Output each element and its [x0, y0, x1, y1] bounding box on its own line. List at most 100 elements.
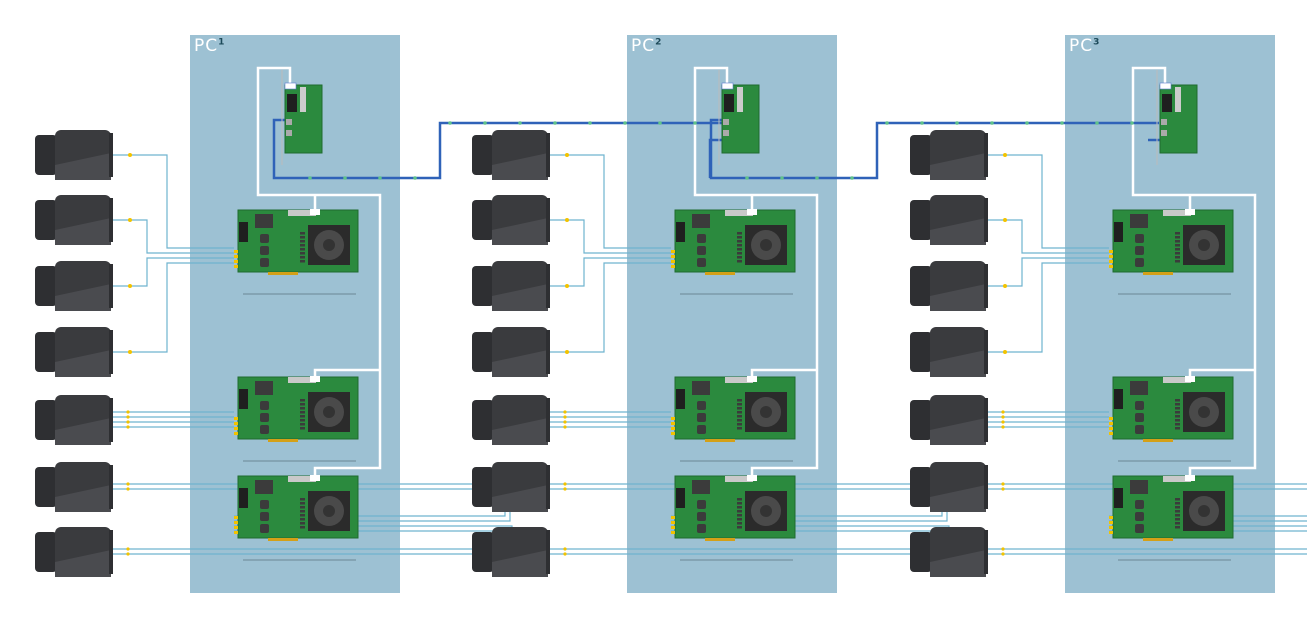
connector	[234, 260, 238, 263]
connector	[1109, 521, 1113, 524]
connector-port	[676, 488, 685, 508]
network-port	[286, 119, 292, 125]
camera-icon	[472, 195, 550, 245]
connector-port	[1162, 94, 1172, 112]
pcie-edge	[268, 439, 298, 442]
frame-grabber-card	[671, 209, 796, 295]
connector	[234, 265, 238, 268]
sync-card	[281, 70, 323, 165]
cable-node	[745, 176, 749, 180]
camera-icon	[35, 395, 113, 445]
pcie-edge	[705, 272, 735, 275]
chip	[1135, 246, 1144, 255]
cable-node	[413, 176, 417, 180]
cable-node	[563, 552, 567, 556]
chip	[697, 246, 706, 255]
cable-node	[126, 425, 130, 429]
chip	[260, 413, 269, 422]
chip	[697, 258, 706, 267]
cable-node	[1060, 121, 1064, 125]
connector	[1109, 417, 1113, 420]
chip	[1135, 500, 1144, 509]
sync-port	[1185, 376, 1195, 382]
connector	[671, 255, 675, 258]
sync-port	[284, 82, 297, 90]
pcie-connector	[1163, 210, 1191, 216]
frame-grabber-card	[671, 475, 796, 561]
camera-icon	[472, 261, 550, 311]
network-port	[1161, 119, 1167, 125]
cable-node	[920, 121, 924, 125]
camera-icon	[35, 527, 113, 577]
camera-cable	[112, 262, 234, 353]
camera-icon	[910, 327, 988, 377]
cable-node	[128, 153, 132, 157]
sync-port	[1159, 82, 1172, 90]
cable-node	[563, 487, 567, 491]
cable-node	[565, 284, 569, 288]
camera-cable	[112, 154, 234, 249]
camera-cable	[987, 525, 1307, 550]
cable-node	[565, 218, 569, 222]
network-port	[723, 130, 729, 136]
camera-icon	[35, 327, 113, 377]
cable-node	[850, 176, 854, 180]
cable-node	[1001, 420, 1005, 424]
connector	[671, 422, 675, 425]
pcie-edge	[1143, 272, 1173, 275]
connector	[234, 526, 238, 529]
cable-node	[518, 121, 522, 125]
chip	[697, 524, 706, 533]
camera-icon	[910, 462, 988, 512]
chip	[692, 381, 710, 395]
pcie-edge	[705, 439, 735, 442]
sync-cable	[750, 368, 817, 377]
cable-node	[128, 350, 132, 354]
connector	[1109, 427, 1113, 430]
cable-node	[1001, 547, 1005, 551]
sync-cable	[1131, 66, 1257, 476]
pc-label: PC3	[1069, 36, 1100, 56]
cable-node	[126, 487, 130, 491]
connector-port	[1114, 488, 1123, 508]
chip	[1130, 480, 1148, 494]
frame-grabber-card	[1109, 475, 1234, 561]
connector-port	[676, 222, 685, 242]
camera-cable	[987, 530, 1307, 555]
connector	[671, 265, 675, 268]
pcie-connector	[725, 210, 753, 216]
cable-node	[780, 176, 784, 180]
camera-icon	[472, 395, 550, 445]
cable-node	[343, 176, 347, 180]
cable-node	[1003, 153, 1007, 157]
camera-icon	[35, 130, 113, 180]
cable-node	[563, 420, 567, 424]
connector	[1109, 260, 1113, 263]
sync-card	[718, 70, 760, 165]
cable-node	[1003, 218, 1007, 222]
pcie-edge	[1143, 538, 1173, 541]
connector	[1109, 255, 1113, 258]
connector	[1109, 250, 1113, 253]
cable-node	[1095, 121, 1099, 125]
connector	[234, 250, 238, 253]
camera-icon	[472, 130, 550, 180]
cable-node	[1001, 415, 1005, 419]
cable-node	[378, 176, 382, 180]
cable-node	[126, 410, 130, 414]
devices	[35, 70, 1234, 577]
cable-node	[623, 121, 627, 125]
cable-node	[563, 482, 567, 486]
camera-icon	[35, 195, 113, 245]
chip	[1135, 413, 1144, 422]
chip	[697, 425, 706, 434]
sync-port	[747, 209, 757, 215]
connector	[671, 531, 675, 534]
cable-node	[128, 218, 132, 222]
cable-node	[483, 121, 487, 125]
network-port	[286, 130, 292, 136]
connector	[671, 521, 675, 524]
camera-icon	[35, 261, 113, 311]
sync-port	[721, 82, 734, 90]
connector	[234, 516, 238, 519]
